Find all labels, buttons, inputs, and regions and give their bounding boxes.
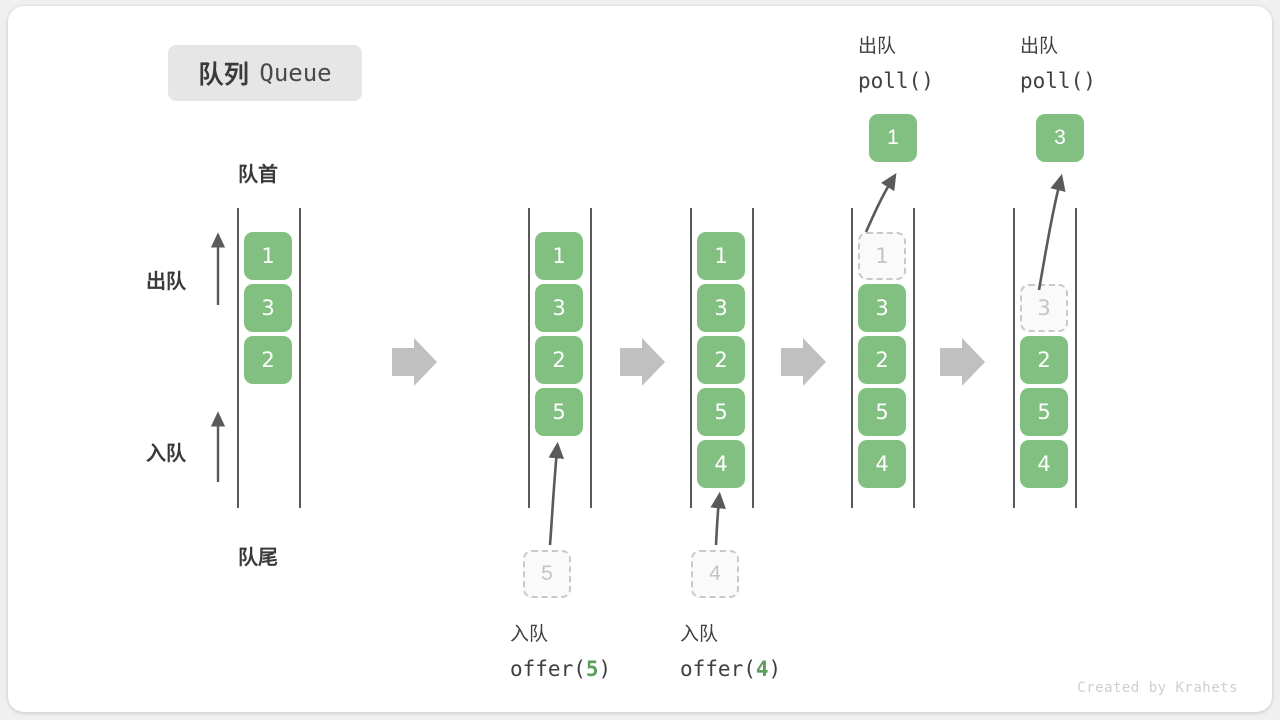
- queue-cell: 4: [1020, 440, 1068, 488]
- queue-cell: 1: [535, 232, 583, 280]
- rail-right-1: [299, 208, 301, 508]
- queue-column-3: 1 3 2 5 4: [690, 208, 754, 508]
- caption-offer-4-cn: 入队: [680, 624, 719, 645]
- caption-poll-3-code: poll(): [1020, 69, 1096, 93]
- incoming-cell-4: 4: [691, 550, 739, 598]
- figure-card: [8, 6, 1272, 712]
- queue-cell: 3: [535, 284, 583, 332]
- caption-poll-3-cn: 出队: [1020, 36, 1059, 57]
- rail-right-5: [1075, 208, 1077, 508]
- queue-cell: 3: [697, 284, 745, 332]
- queue-column-1: 1 3 2: [237, 208, 301, 508]
- queue-cell-ghost: 3: [1020, 284, 1068, 332]
- rail-right-4: [913, 208, 915, 508]
- queue-column-2: 1 3 2 5: [528, 208, 592, 508]
- queue-column-5: 3 2 5 4: [1013, 208, 1077, 508]
- rail-right-3: [752, 208, 754, 508]
- watermark: Created by Krahets: [1077, 680, 1238, 696]
- title-chinese: 队列: [198, 61, 250, 89]
- caption-offer-4-arg: 4: [755, 657, 769, 681]
- rail-left-3: [690, 208, 692, 508]
- enqueue-label: 入队: [146, 443, 186, 465]
- caption-offer-5: 入队 offer(5): [510, 618, 611, 686]
- title-english: Queue: [259, 59, 332, 87]
- outgoing-cell-1: 1: [869, 114, 917, 162]
- rail-left-5: [1013, 208, 1015, 508]
- queue-cell: 4: [697, 440, 745, 488]
- caption-poll-1: 出队 poll(): [858, 30, 934, 98]
- queue-cell: 5: [858, 388, 906, 436]
- rail-left-4: [851, 208, 853, 508]
- queue-cell: 2: [858, 336, 906, 384]
- caption-offer-4-code: offer(4): [680, 657, 782, 681]
- queue-cell: 2: [244, 336, 292, 384]
- queue-cell: 2: [1020, 336, 1068, 384]
- queue-cell: 1: [244, 232, 292, 280]
- caption-offer-5-arg: 5: [585, 657, 599, 681]
- queue-cell: 3: [858, 284, 906, 332]
- rail-left-1: [237, 208, 239, 508]
- queue-cell: 5: [535, 388, 583, 436]
- title-badge: 队列 Queue: [168, 45, 362, 101]
- queue-cell: 2: [535, 336, 583, 384]
- rail-left-2: [528, 208, 530, 508]
- queue-cell: 5: [1020, 388, 1068, 436]
- caption-poll-1-cn: 出队: [858, 36, 897, 57]
- caption-offer-5-cn: 入队: [510, 624, 549, 645]
- outgoing-cell-3: 3: [1036, 114, 1084, 162]
- rear-label: 队尾: [238, 547, 278, 569]
- caption-offer-5-code: offer(5): [510, 657, 612, 681]
- queue-column-4: 1 3 2 5 4: [851, 208, 915, 508]
- front-label: 队首: [238, 164, 278, 186]
- queue-cell-ghost: 1: [858, 232, 906, 280]
- queue-cell: 2: [697, 336, 745, 384]
- incoming-cell-5: 5: [523, 550, 571, 598]
- caption-offer-4: 入队 offer(4): [680, 618, 781, 686]
- caption-poll-1-code: poll(): [858, 69, 934, 93]
- queue-cell: 3: [244, 284, 292, 332]
- rail-right-2: [590, 208, 592, 508]
- dequeue-label: 出队: [146, 271, 186, 293]
- caption-poll-3: 出队 poll(): [1020, 30, 1096, 98]
- queue-cell: 5: [697, 388, 745, 436]
- queue-cell: 4: [858, 440, 906, 488]
- queue-cell: 1: [697, 232, 745, 280]
